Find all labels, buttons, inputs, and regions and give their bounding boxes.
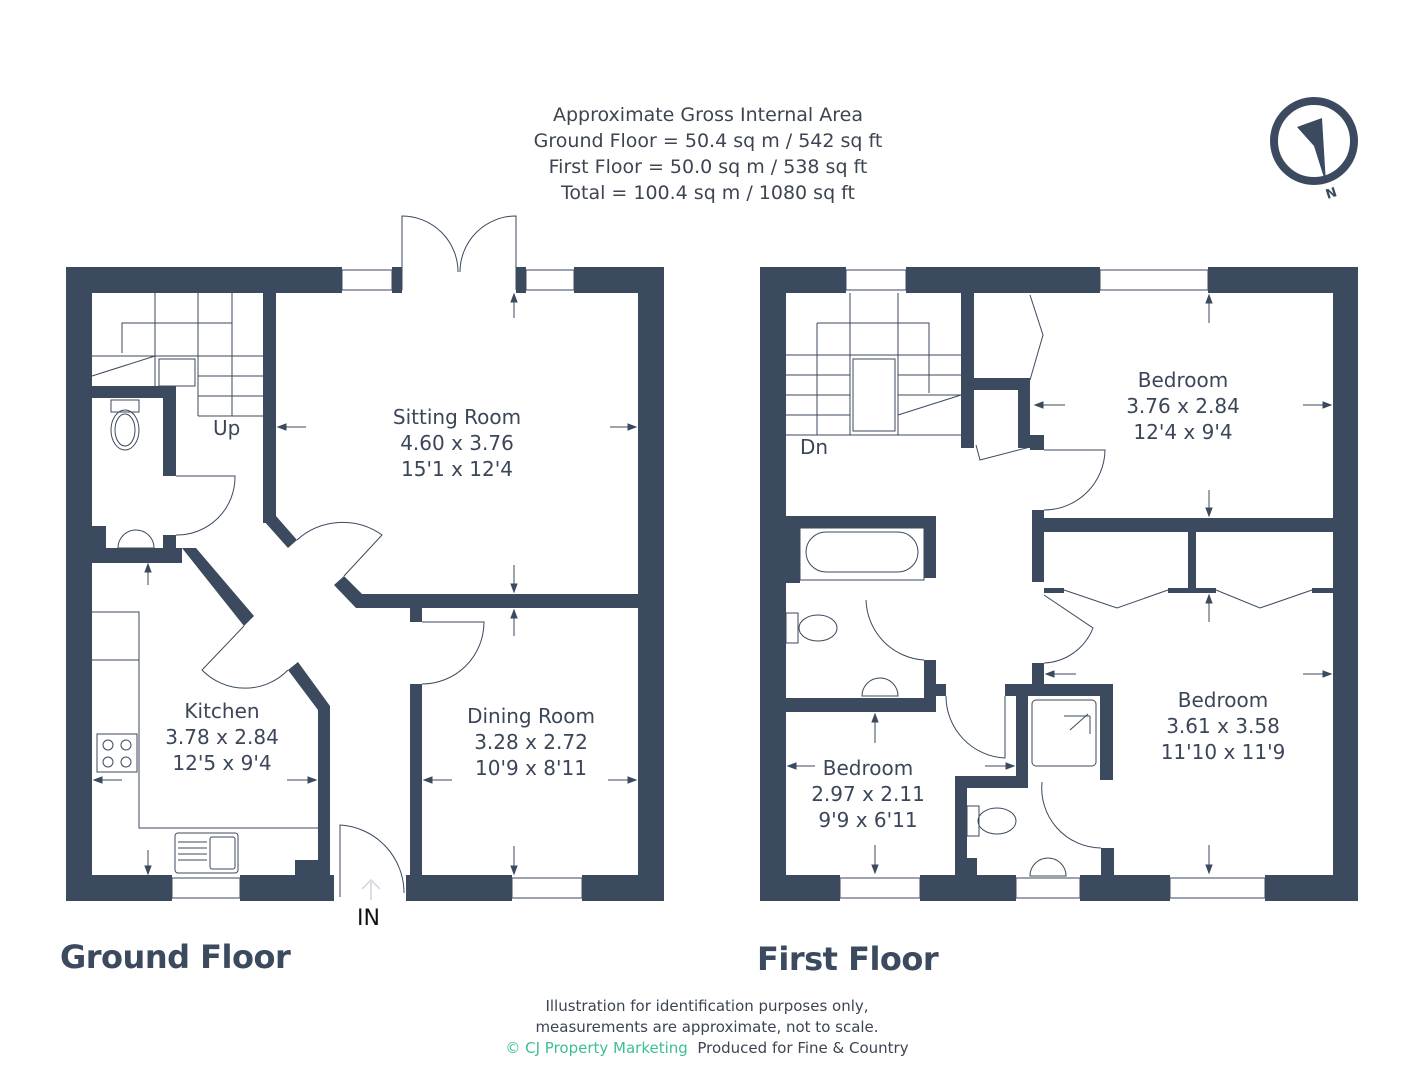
room-metric: 3.61 x 3.58 [1166, 714, 1280, 738]
first-floor-windows [839, 269, 1266, 899]
room-imperial: 9'9 x 6'11 [818, 808, 918, 832]
area-summary: Approximate Gross Internal Area Ground F… [470, 102, 946, 206]
first-floor-dimension-arrows [786, 293, 1333, 875]
room-metric: 3.28 x 2.72 [474, 730, 588, 754]
room-name: Bedroom [822, 756, 914, 780]
room-imperial: 11'10 x 11'9 [1160, 740, 1286, 764]
first-floor-fixtures [785, 293, 1313, 877]
room-bedroom-2: Bedroom 3.61 x 3.58 11'10 x 11'9 [1161, 687, 1286, 765]
produced-for: Produced for Fine & Country [697, 1039, 909, 1057]
ground-floor-dimension-arrows [92, 292, 638, 876]
disclaimer-line-1: Illustration for identification purposes… [545, 997, 869, 1015]
room-bedroom-1: Bedroom 3.76 x 2.84 12'4 x 9'4 [1126, 367, 1240, 445]
room-bedroom-3: Bedroom 2.97 x 2.11 9'9 x 6'11 [811, 755, 925, 833]
room-sitting-room: Sitting Room 4.60 x 3.76 15'1 x 12'4 [393, 404, 521, 482]
area-ground-floor: Ground Floor = 50.4 sq m / 542 sq ft [533, 130, 883, 152]
ground-floor-windows [171, 269, 583, 899]
room-name: Dining Room [467, 704, 595, 728]
north-arrow-icon: N [1270, 97, 1358, 203]
entrance-arrow-icon [361, 878, 381, 900]
stairs-up-label: Up [213, 416, 241, 440]
stairs-down-label: Dn [800, 435, 829, 459]
room-name: Kitchen [184, 699, 260, 723]
entrance-label: IN [357, 906, 380, 931]
compass: N [1250, 92, 1380, 212]
compass-label: N [1324, 185, 1339, 203]
room-kitchen: Kitchen 3.78 x 2.84 12'5 x 9'4 [165, 698, 279, 776]
credit-line: © CJ Property Marketing Produced for Fin… [400, 1038, 1014, 1059]
room-name: Sitting Room [392, 405, 522, 429]
disclaimer-line-2: measurements are approximate, not to sca… [535, 1018, 879, 1036]
room-metric: 3.78 x 2.84 [165, 725, 279, 749]
room-imperial: 15'1 x 12'4 [401, 457, 513, 481]
room-name: Bedroom [1137, 368, 1229, 392]
room-imperial: 12'5 x 9'4 [172, 751, 272, 775]
room-metric: 3.76 x 2.84 [1126, 394, 1240, 418]
brand-credit: © CJ Property Marketing [505, 1039, 688, 1057]
area-total: Total = 100.4 sq m / 1080 sq ft [561, 182, 855, 204]
room-imperial: 12'4 x 9'4 [1133, 420, 1233, 444]
area-first-floor: First Floor = 50.0 sq m / 538 sq ft [548, 156, 868, 178]
ground-floor-walls [66, 267, 664, 901]
room-imperial: 10'9 x 8'11 [475, 756, 587, 780]
room-name: Bedroom [1177, 688, 1269, 712]
first-floor-title: First Floor [757, 940, 939, 978]
disclaimer-footer: Illustration for identification purposes… [400, 996, 1014, 1059]
ground-floor-title: Ground Floor [60, 938, 291, 976]
area-heading: Approximate Gross Internal Area [553, 104, 863, 126]
room-metric: 4.60 x 3.76 [400, 431, 514, 455]
room-dining-room: Dining Room 3.28 x 2.72 10'9 x 8'11 [467, 703, 595, 781]
ground-floor-fixtures [91, 215, 517, 897]
room-metric: 2.97 x 2.11 [811, 782, 925, 806]
first-floor-walls [760, 267, 1358, 901]
